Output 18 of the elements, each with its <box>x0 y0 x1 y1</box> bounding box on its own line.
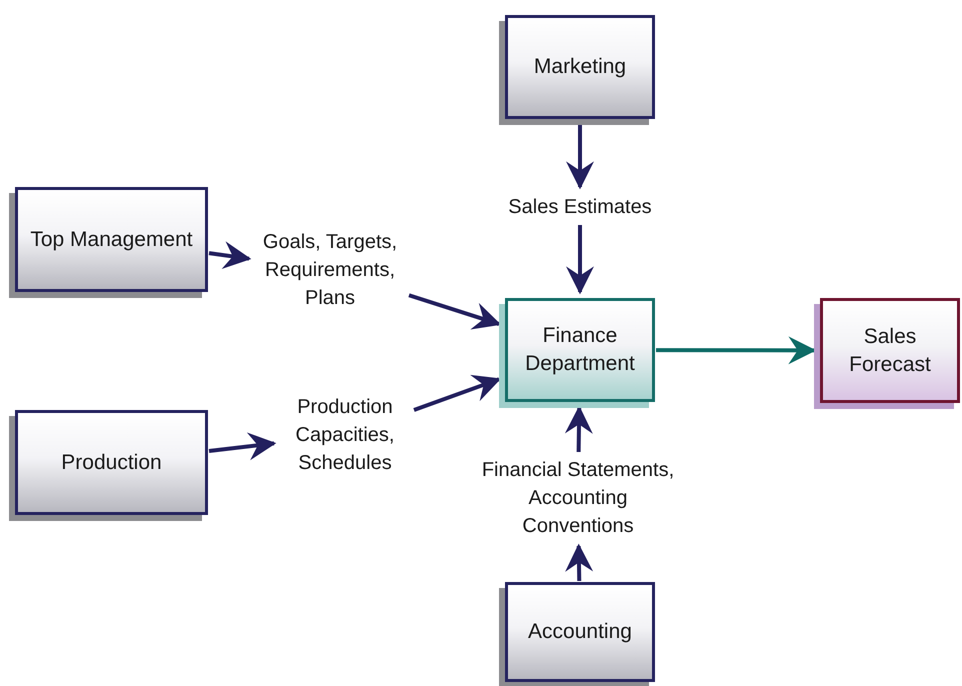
flow-label: Sales Estimates <box>495 193 665 221</box>
arrow <box>656 336 816 364</box>
box-label: Sales Forecast <box>848 324 932 378</box>
arrow <box>208 432 276 460</box>
arrow <box>564 406 593 452</box>
arrow <box>565 544 594 582</box>
arrow <box>566 225 594 294</box>
arrow <box>408 293 502 330</box>
flow-label: Goals, Targets, Requirements, Plans <box>255 228 405 312</box>
box-label: Top Management <box>30 226 193 252</box>
arrow <box>413 374 502 412</box>
flow-label: Financial Statements, Accounting Conventions <box>478 456 678 540</box>
box-label: Finance Department <box>524 323 636 377</box>
arrow <box>208 241 252 269</box>
box-label: Marketing <box>534 54 626 80</box>
box-label: Accounting <box>528 619 632 645</box>
flow-label: Production Capacities, Schedules <box>280 393 410 477</box>
box-label: Production <box>61 450 162 476</box>
